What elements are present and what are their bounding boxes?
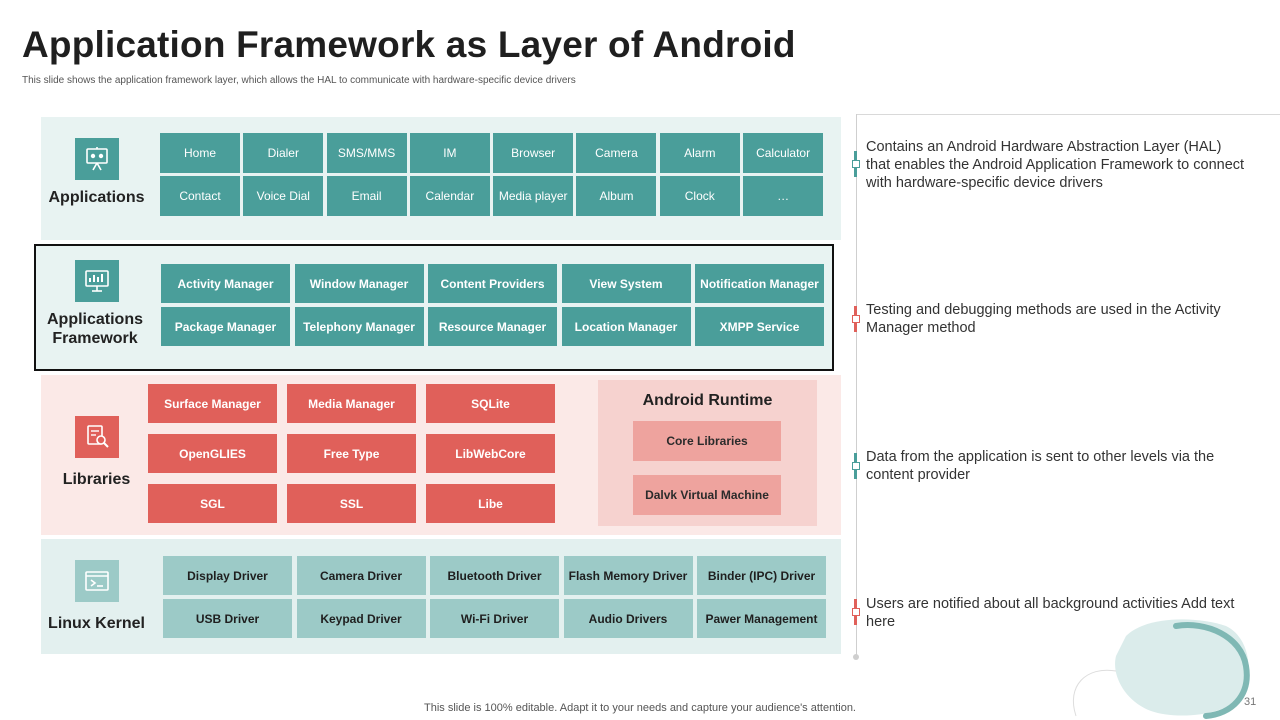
kernel-block-wi-fi-driver: Wi-Fi Driver <box>430 599 559 638</box>
library-block-free-type: Free Type <box>287 434 416 473</box>
app-block-dialer: Dialer <box>243 133 324 173</box>
app-block-email: Email <box>326 176 407 216</box>
app-block-contact: Contact <box>160 176 240 216</box>
app-block-more: … <box>743 176 824 216</box>
kernel-block-camera-driver: Camera Driver <box>296 556 426 595</box>
kernel-block-audio-drivers: Audio Drivers <box>563 599 693 638</box>
kernel-block-usb-driver: USB Driver <box>163 599 292 638</box>
notes-top-rule <box>856 114 1280 115</box>
note-marker-3 <box>852 462 860 470</box>
framework-block-xmpp-service: XMPP Service <box>695 307 824 346</box>
framework-block-activity-manager: Activity Manager <box>161 264 290 303</box>
kernel-block-display-driver: Display Driver <box>163 556 292 595</box>
presentation-board-icon <box>86 147 108 171</box>
applications-label: Applications <box>48 189 145 206</box>
library-block-openglies: OpenGLIES <box>148 434 277 473</box>
terminal-icon <box>85 571 109 591</box>
runtime-item-core-libraries: Core Libraries <box>633 421 781 461</box>
android-runtime-box: Android Runtime Core Libraries Dalvk Vir… <box>598 380 817 526</box>
framework-block-location-manager: Location Manager <box>561 307 691 346</box>
footer-text: This slide is 100% editable. Adapt it to… <box>424 702 856 714</box>
note-marker-4 <box>852 608 860 616</box>
app-block-media-player: Media player <box>493 176 574 216</box>
library-block-ssl: SSL <box>287 484 416 523</box>
document-magnifier-icon <box>87 425 109 448</box>
library-block-surface-manager: Surface Manager <box>148 384 277 423</box>
decorative-blob-graphic <box>1072 619 1250 719</box>
slide-subtitle: This slide shows the application framewo… <box>22 75 576 86</box>
kernel-block-flash-memory-driver: Flash Memory Driver <box>563 556 693 595</box>
slide-title: Application Framework as Layer of Androi… <box>22 24 796 65</box>
library-block-libwebcore: LibWebCore <box>426 434 555 473</box>
note-marker-2 <box>852 315 860 323</box>
framework-icon-box <box>75 260 119 302</box>
kernel-block-keypad-driver: Keypad Driver <box>296 599 426 638</box>
note-marker-1 <box>852 160 860 168</box>
app-block-alarm: Alarm <box>659 133 740 173</box>
libraries-label: Libraries <box>62 471 131 488</box>
note-3: Data from the application is sent to oth… <box>866 449 1215 483</box>
runtime-item-dalvik-vm: Dalvk Virtual Machine <box>633 475 781 515</box>
framework-label: Applications Framework <box>36 310 154 348</box>
kernel-label: Linux Kernel <box>48 615 145 632</box>
app-block-home: Home <box>160 133 240 173</box>
note-2: Testing and debugging methods are used i… <box>866 302 1221 336</box>
libraries-icon-box <box>75 416 119 458</box>
monitor-chart-icon <box>85 270 109 292</box>
app-block-im: IM <box>409 133 490 173</box>
android-runtime-title: Android Runtime <box>642 392 773 409</box>
applications-icon-box <box>75 138 119 180</box>
library-block-libe: Libe <box>426 484 555 523</box>
framework-block-window-manager: Window Manager <box>294 264 424 303</box>
framework-block-view-system: View System <box>561 264 691 303</box>
framework-block-package-manager: Package Manager <box>161 307 290 346</box>
page-number: 31 <box>1244 696 1257 708</box>
library-block-sqlite: SQLite <box>426 384 555 423</box>
note-1: Contains an Android Hardware Abstraction… <box>866 139 1245 191</box>
framework-block-resource-manager: Resource Manager <box>428 307 557 346</box>
app-block-sms-mms: SMS/MMS <box>326 133 407 173</box>
kernel-block-bluetooth-driver: Bluetooth Driver <box>430 556 559 595</box>
library-block-media-manager: Media Manager <box>287 384 416 423</box>
app-block-calculator: Calculator <box>743 133 824 173</box>
framework-label-line1: Applications <box>46 311 143 328</box>
framework-block-telephony-manager: Telephony Manager <box>294 307 424 346</box>
library-block-sgl: SGL <box>148 484 277 523</box>
notes-timeline-line <box>856 114 857 657</box>
app-block-clock: Clock <box>659 176 740 216</box>
app-block-camera: Camera <box>576 133 657 173</box>
app-block-calendar: Calendar <box>409 176 490 216</box>
note-4: Users are notified about all background … <box>866 596 1235 630</box>
framework-block-notification-manager: Notification Manager <box>695 264 824 303</box>
notes-timeline-end-dot <box>853 654 859 660</box>
framework-block-content-providers: Content Providers <box>428 264 557 303</box>
kernel-icon-box <box>75 560 119 602</box>
kernel-block-binder-ipc-driver: Binder (IPC) Driver <box>697 556 826 595</box>
app-block-voice-dial: Voice Dial <box>243 176 324 216</box>
framework-label-line2: Framework <box>52 330 138 347</box>
app-block-album: Album <box>576 176 657 216</box>
kernel-block-pawer-management: Pawer Management <box>697 599 826 638</box>
app-block-browser: Browser <box>493 133 574 173</box>
